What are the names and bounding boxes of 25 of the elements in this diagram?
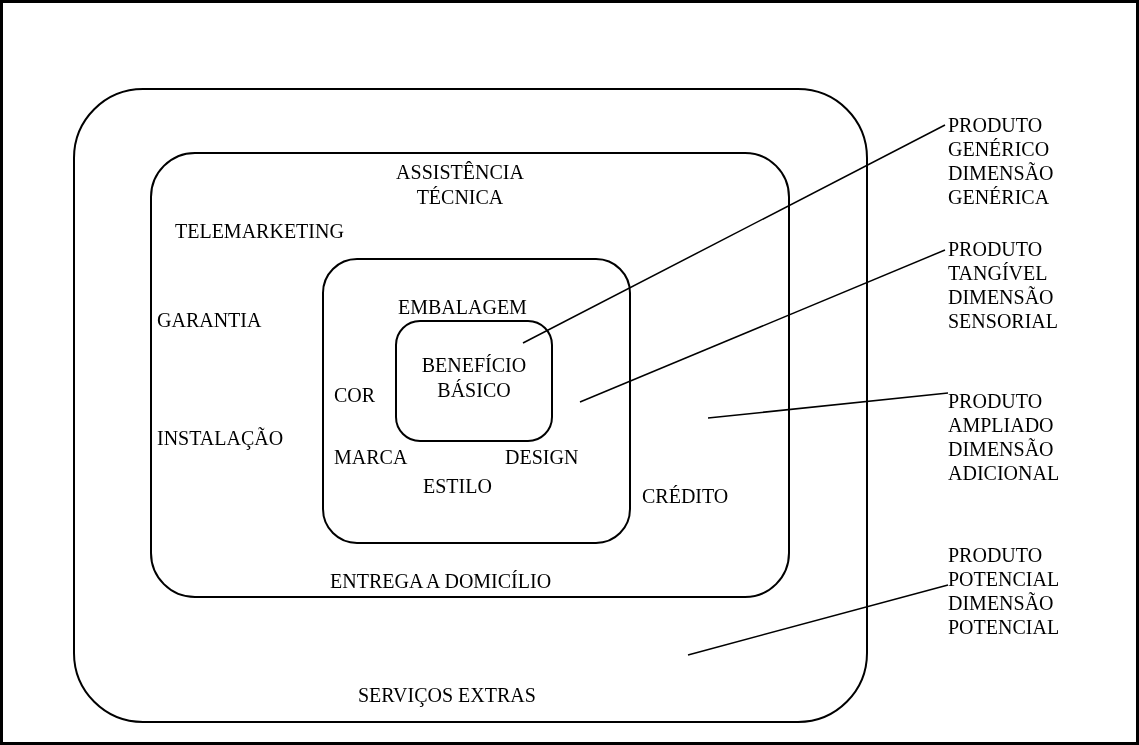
item-label: CRÉDITO — [642, 484, 729, 509]
leader-line — [579, 249, 946, 403]
item-label: TELEMARKETING — [175, 219, 344, 244]
item-label: ESTILO — [423, 474, 492, 499]
leader-line — [522, 124, 946, 344]
item-label: DESIGN — [505, 445, 579, 470]
callout-text: PRODUTO AMPLIADO DIMENSÃO ADICIONAL — [948, 389, 1060, 485]
item-label: ENTREGA A DOMICÍLIO — [330, 569, 552, 594]
leader-line — [687, 584, 949, 656]
item-label: COR — [334, 383, 376, 408]
rounded-box — [73, 88, 868, 723]
leader-line — [707, 392, 949, 419]
callout-text: PRODUTO GENÉRICO DIMENSÃO GENÉRICA — [948, 113, 1054, 209]
item-label: MARCA — [334, 445, 408, 470]
callout-text: PRODUTO POTENCIAL DIMENSÃO POTENCIAL — [948, 543, 1060, 639]
rounded-box — [322, 258, 631, 544]
rounded-box — [150, 152, 790, 598]
callout-text: PRODUTO TANGÍVEL DIMENSÃO SENSORIAL — [948, 237, 1058, 333]
item-label: SERVIÇOS EXTRAS — [358, 683, 536, 708]
item-label: INSTALAÇÃO — [157, 426, 284, 451]
item-label: EMBALAGEM — [398, 295, 527, 320]
item-label: BENEFÍCIO BÁSICO — [420, 353, 528, 403]
item-label: GARANTIA — [157, 308, 262, 333]
rounded-box — [395, 320, 553, 442]
item-label: ASSISTÊNCIA TÉCNICA — [395, 160, 525, 210]
